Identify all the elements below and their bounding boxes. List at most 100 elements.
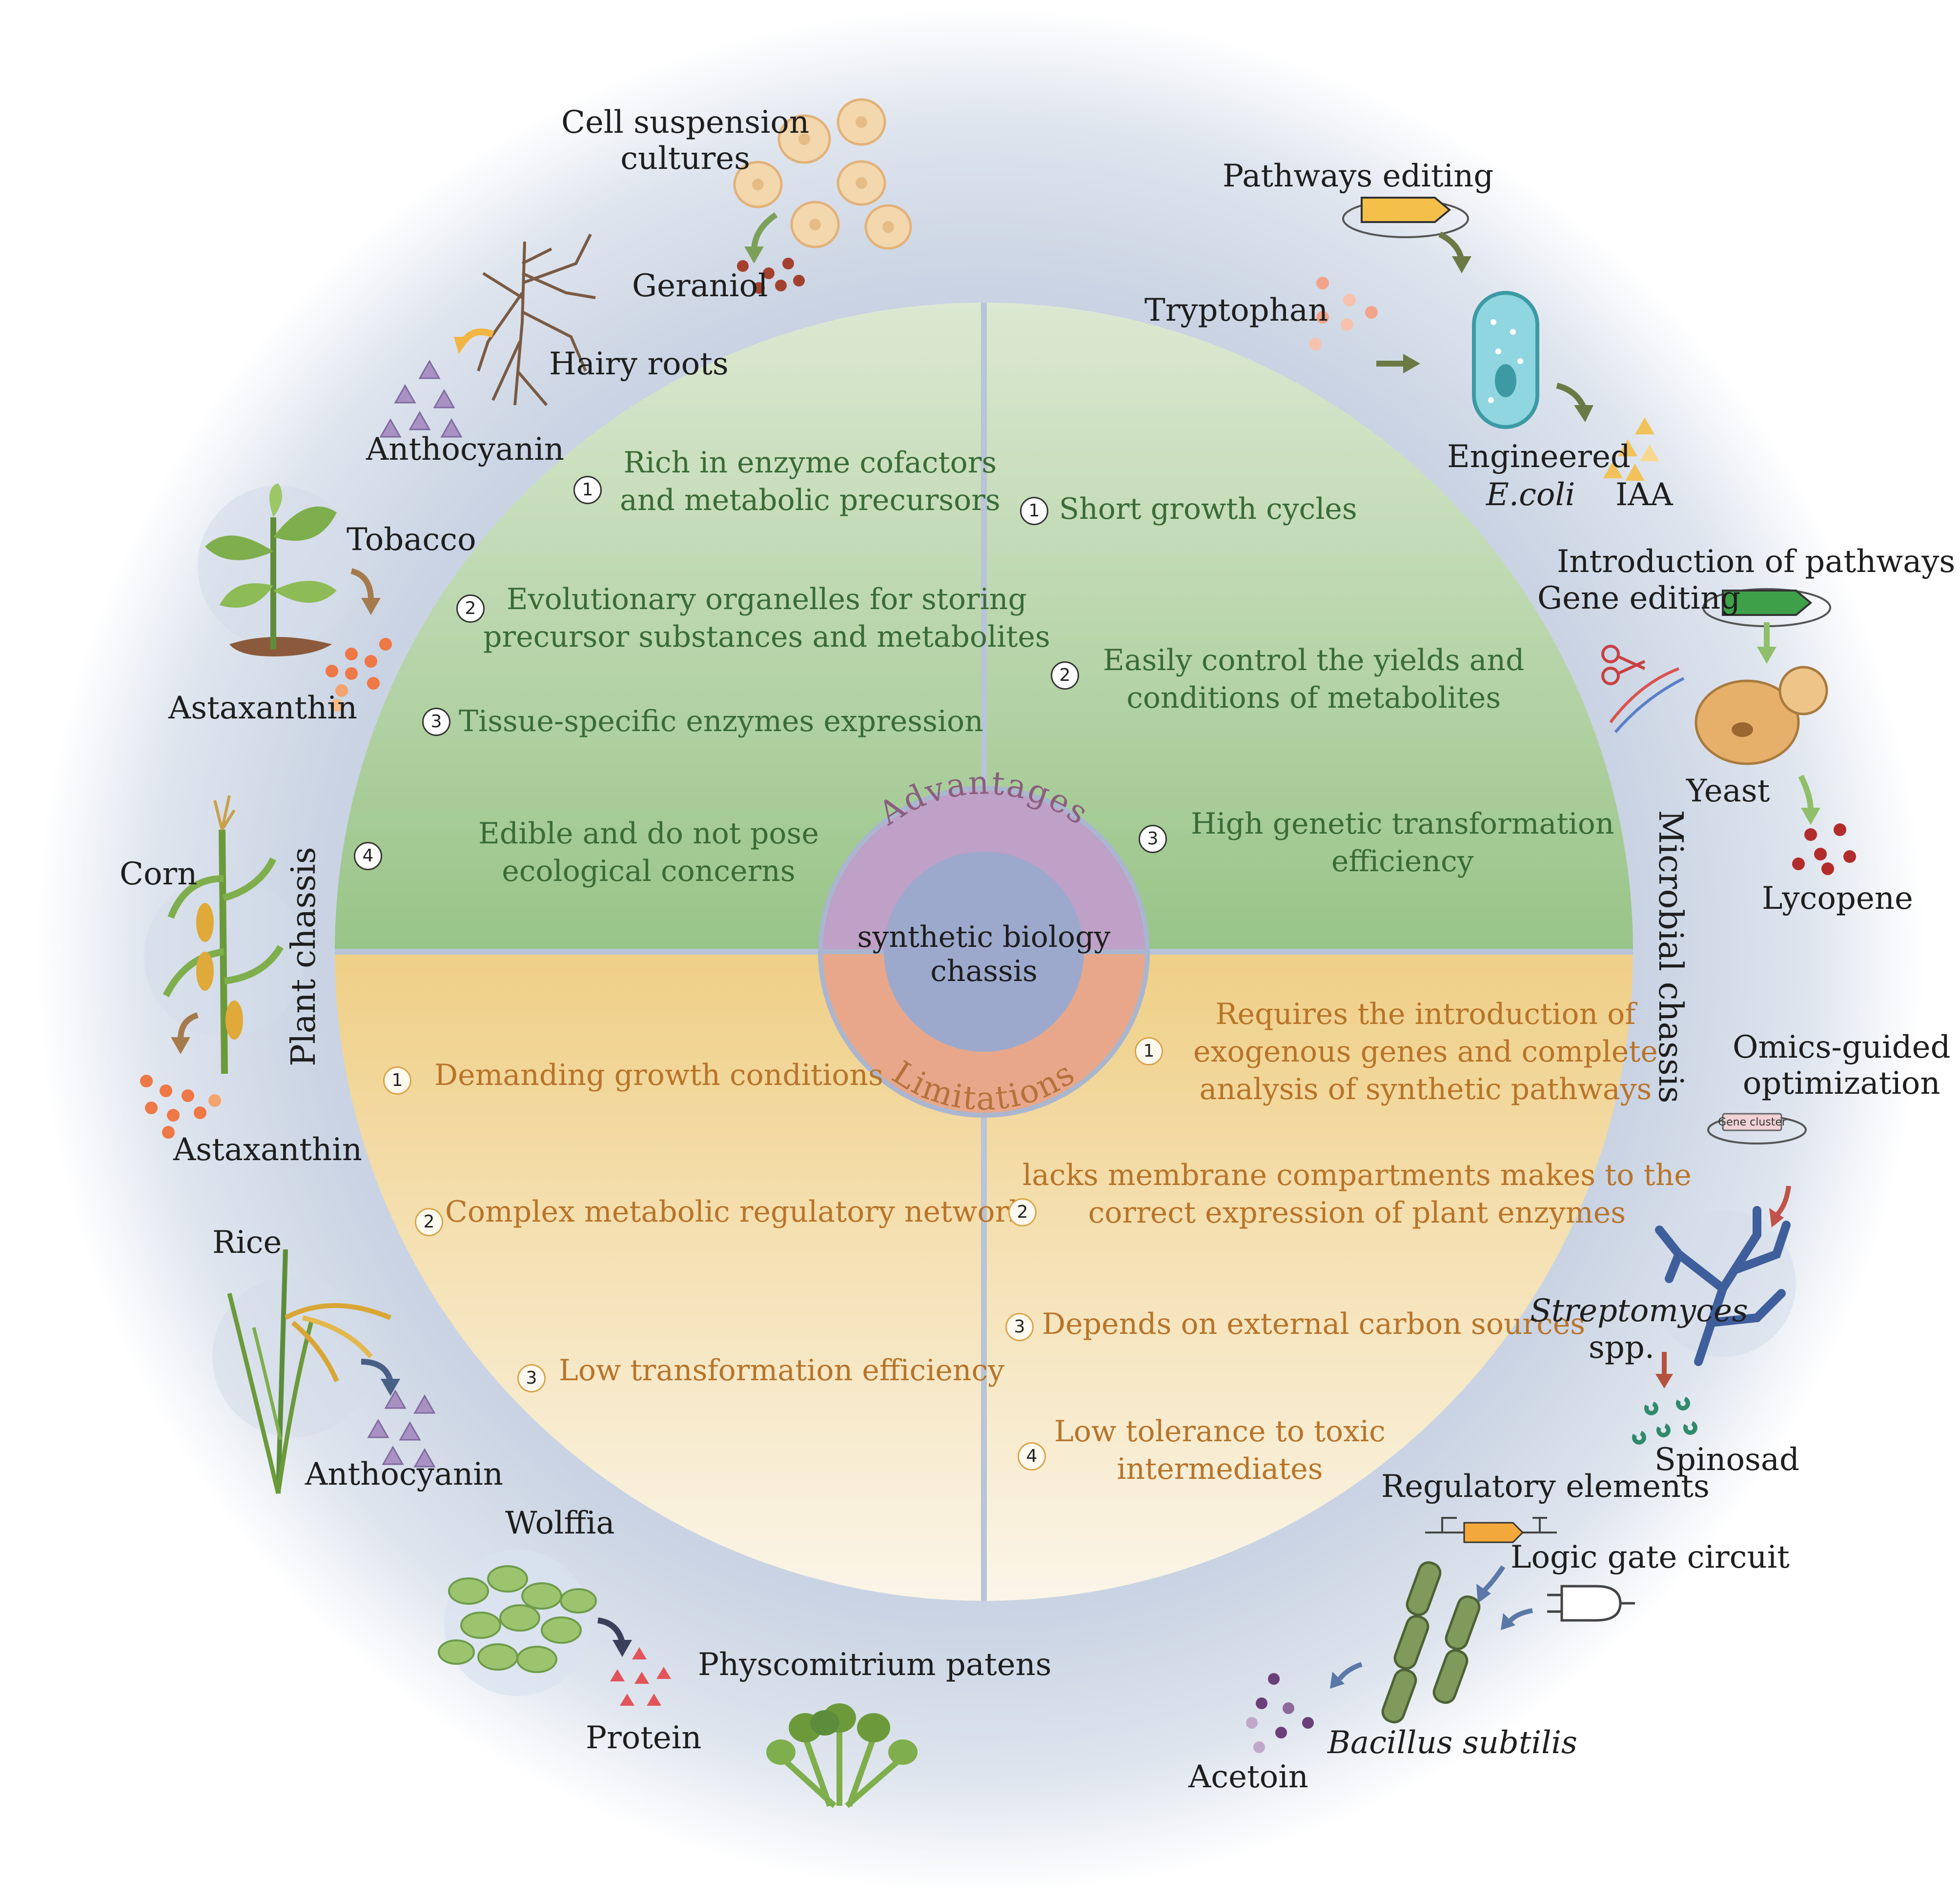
cell-suspension-line1: Cell suspension	[561, 104, 810, 141]
micro-lim-4-line1: Low tolerance to toxic	[1054, 1414, 1386, 1449]
plant-adv-4-line1: Edible and do not pose	[478, 817, 819, 851]
tobacco-icon	[205, 483, 337, 656]
regulatory-arrow-head-icon	[1476, 1584, 1491, 1603]
anthocyanin-1-label: Anthocyanin	[366, 431, 564, 468]
wolffia-arrow-icon	[597, 1617, 625, 1643]
plant-adv-4-number: 4	[354, 842, 382, 870]
cell-arrow-head-icon	[744, 246, 764, 264]
micro-adv-2-text: Easily control the yields and conditions…	[1103, 642, 1524, 717]
intro-pathways-label: Introduction of pathways	[1557, 544, 1956, 580]
plant-adv-3-number: 3	[422, 708, 450, 736]
rice-arrow-icon	[361, 1359, 393, 1382]
omics-label: Omics-guided optimization	[1733, 1029, 1951, 1102]
rice-icon	[227, 1249, 391, 1494]
micro-adv-2-line1: Easily control the yields and	[1103, 643, 1525, 677]
micro-lim-2-text: lacks membrane compartments makes to the…	[1022, 1157, 1692, 1232]
microbial-chassis-label: Microbial chassis	[1651, 810, 1690, 1104]
micro-lim-1-line2: exogenous genes and complete	[1193, 1034, 1658, 1069]
plant-lim-1-text: Demanding growth conditions	[434, 1058, 883, 1092]
tobacco-bubble-icon	[198, 486, 359, 647]
plant-adv-3-text: Tissue-specific enzymes expression	[459, 704, 983, 738]
roots-arrow-head-icon	[454, 337, 471, 354]
astaxanthin-2-label: Astaxanthin	[173, 1132, 363, 1168]
micro-lim-4-text: Low tolerance to toxic intermediates	[1054, 1413, 1386, 1488]
rice-label: Rice	[212, 1225, 282, 1261]
astaxanthin-dots-1-icon	[326, 638, 392, 712]
plant-adv-1-number: 1	[573, 476, 602, 504]
yeast-icon	[1695, 666, 1828, 765]
plant-chassis-label: Plant chassis	[285, 847, 323, 1066]
micro-lim-1-line1: Requires the introduction of	[1215, 997, 1636, 1031]
wolffia-label: Wolffia	[505, 1505, 615, 1541]
bacillus-arrow-head-icon	[1330, 1672, 1345, 1689]
lycopene-label: Lycopene	[1762, 880, 1913, 917]
cell-suspension-label: Cell suspension cultures	[561, 104, 810, 177]
micro-lim-2-number: 2	[1008, 1198, 1037, 1226]
iaa-triangles-icon	[1603, 417, 1659, 481]
plant-adv-4-line2: ecological concerns	[502, 854, 796, 888]
tobacco-label: Tobacco	[347, 522, 476, 558]
regulatory-element-icon	[1425, 1517, 1557, 1543]
physcomitrium-label: Physcomitrium patens	[698, 1647, 1052, 1683]
micro-lim-4-line2: intermediates	[1117, 1451, 1323, 1486]
plant-adv-4-text: Edible and do not pose ecological concer…	[478, 815, 819, 890]
ecoli-icon	[1472, 291, 1539, 429]
acetoin-dots-icon	[1246, 1673, 1314, 1753]
micro-adv-2-line2: conditions of metabolites	[1126, 680, 1501, 715]
plant-lim-1-number: 1	[383, 1066, 411, 1095]
plant-adv-1-line2: and metabolic precursors	[620, 483, 1000, 517]
astaxanthin-dots-2-icon	[140, 1075, 221, 1139]
protein-label: Protein	[586, 1720, 702, 1756]
hairy-roots-label: Hairy roots	[549, 346, 729, 382]
omics-arrow-head-icon	[1769, 1208, 1784, 1227]
ecoli-label: E.coli	[1486, 477, 1575, 513]
center-title-line1: synthetic biology	[858, 920, 1111, 954]
omics-line1: Omics-guided	[1733, 1029, 1951, 1065]
logic-arrow-icon	[1509, 1608, 1533, 1622]
micro-adv-3-line1: High genetic transformation	[1191, 807, 1614, 841]
plant-lim-2-number: 2	[415, 1208, 443, 1236]
bacillus-arrow-icon	[1338, 1662, 1363, 1681]
yeast-in-arrow-head-icon	[1757, 647, 1776, 664]
micro-adv-3-line2: efficiency	[1331, 844, 1474, 879]
pathways-plasmid-icon	[1342, 197, 1469, 238]
ecoli-arrow-icon	[1556, 383, 1587, 409]
logic-arrow-head-icon	[1501, 1613, 1515, 1630]
scissors-icon	[1601, 645, 1646, 685]
micro-adv-3-text: High genetic transformation efficiency	[1191, 805, 1614, 880]
protein-triangles-icon	[610, 1647, 671, 1706]
tobacco-arrow-head-icon	[361, 598, 381, 615]
wolffia-arrow-head-icon	[612, 1640, 632, 1657]
plant-adv-2-line1: Evolutionary organelles for storing	[506, 582, 1027, 616]
streptomyces-label: Streptomyces	[1530, 1293, 1748, 1329]
micro-lim-3-text: Depends on external carbon sources	[1042, 1307, 1586, 1341]
micro-lim-1-line3: analysis of synthetic pathways	[1199, 1072, 1652, 1106]
micro-lim-1-number: 1	[1135, 1037, 1163, 1065]
astaxanthin-1-label: Astaxanthin	[168, 690, 358, 726]
streptomyces-icon	[1655, 1206, 1791, 1366]
spp-label: spp.	[1589, 1329, 1655, 1366]
plant-adv-2-text: Evolutionary organelles for storing prec…	[483, 581, 1050, 656]
gene-cluster-label: Gene cluster	[1718, 1116, 1787, 1128]
micro-adv-3-number: 3	[1139, 825, 1167, 853]
plant-adv-2-number: 2	[456, 594, 485, 623]
bacillus-label: Bacillus subtilis	[1327, 1725, 1577, 1761]
micro-lim-2-line1: lacks membrane compartments makes to the	[1022, 1158, 1692, 1192]
plant-lim-3-text: Low transformation efficiency	[559, 1353, 1004, 1388]
yeast-arrow-head-icon	[1801, 808, 1820, 825]
plant-adv-2-line2: precursor substances and metabolites	[483, 619, 1050, 654]
tryptophan-label: Tryptophan	[1144, 292, 1328, 328]
geraniol-label: Geraniol	[632, 268, 768, 304]
yeast-arrow-icon	[1798, 775, 1814, 811]
dna-icon	[1609, 667, 1685, 733]
omics-line2: optimization	[1742, 1065, 1940, 1102]
wolffia-icon	[438, 1565, 597, 1673]
micro-lim-4-number: 4	[1018, 1442, 1046, 1471]
micro-lim-3-number: 3	[1005, 1313, 1034, 1341]
corn-arrow-icon	[178, 1012, 199, 1040]
anthocyanin-2-label: Anthocyanin	[305, 1456, 503, 1492]
corn-label: Corn	[120, 856, 198, 892]
corn-icon	[163, 795, 284, 1074]
micro-adv-1-text: Short growth cycles	[1059, 492, 1357, 526]
bacillus-icon	[1381, 1561, 1481, 1724]
